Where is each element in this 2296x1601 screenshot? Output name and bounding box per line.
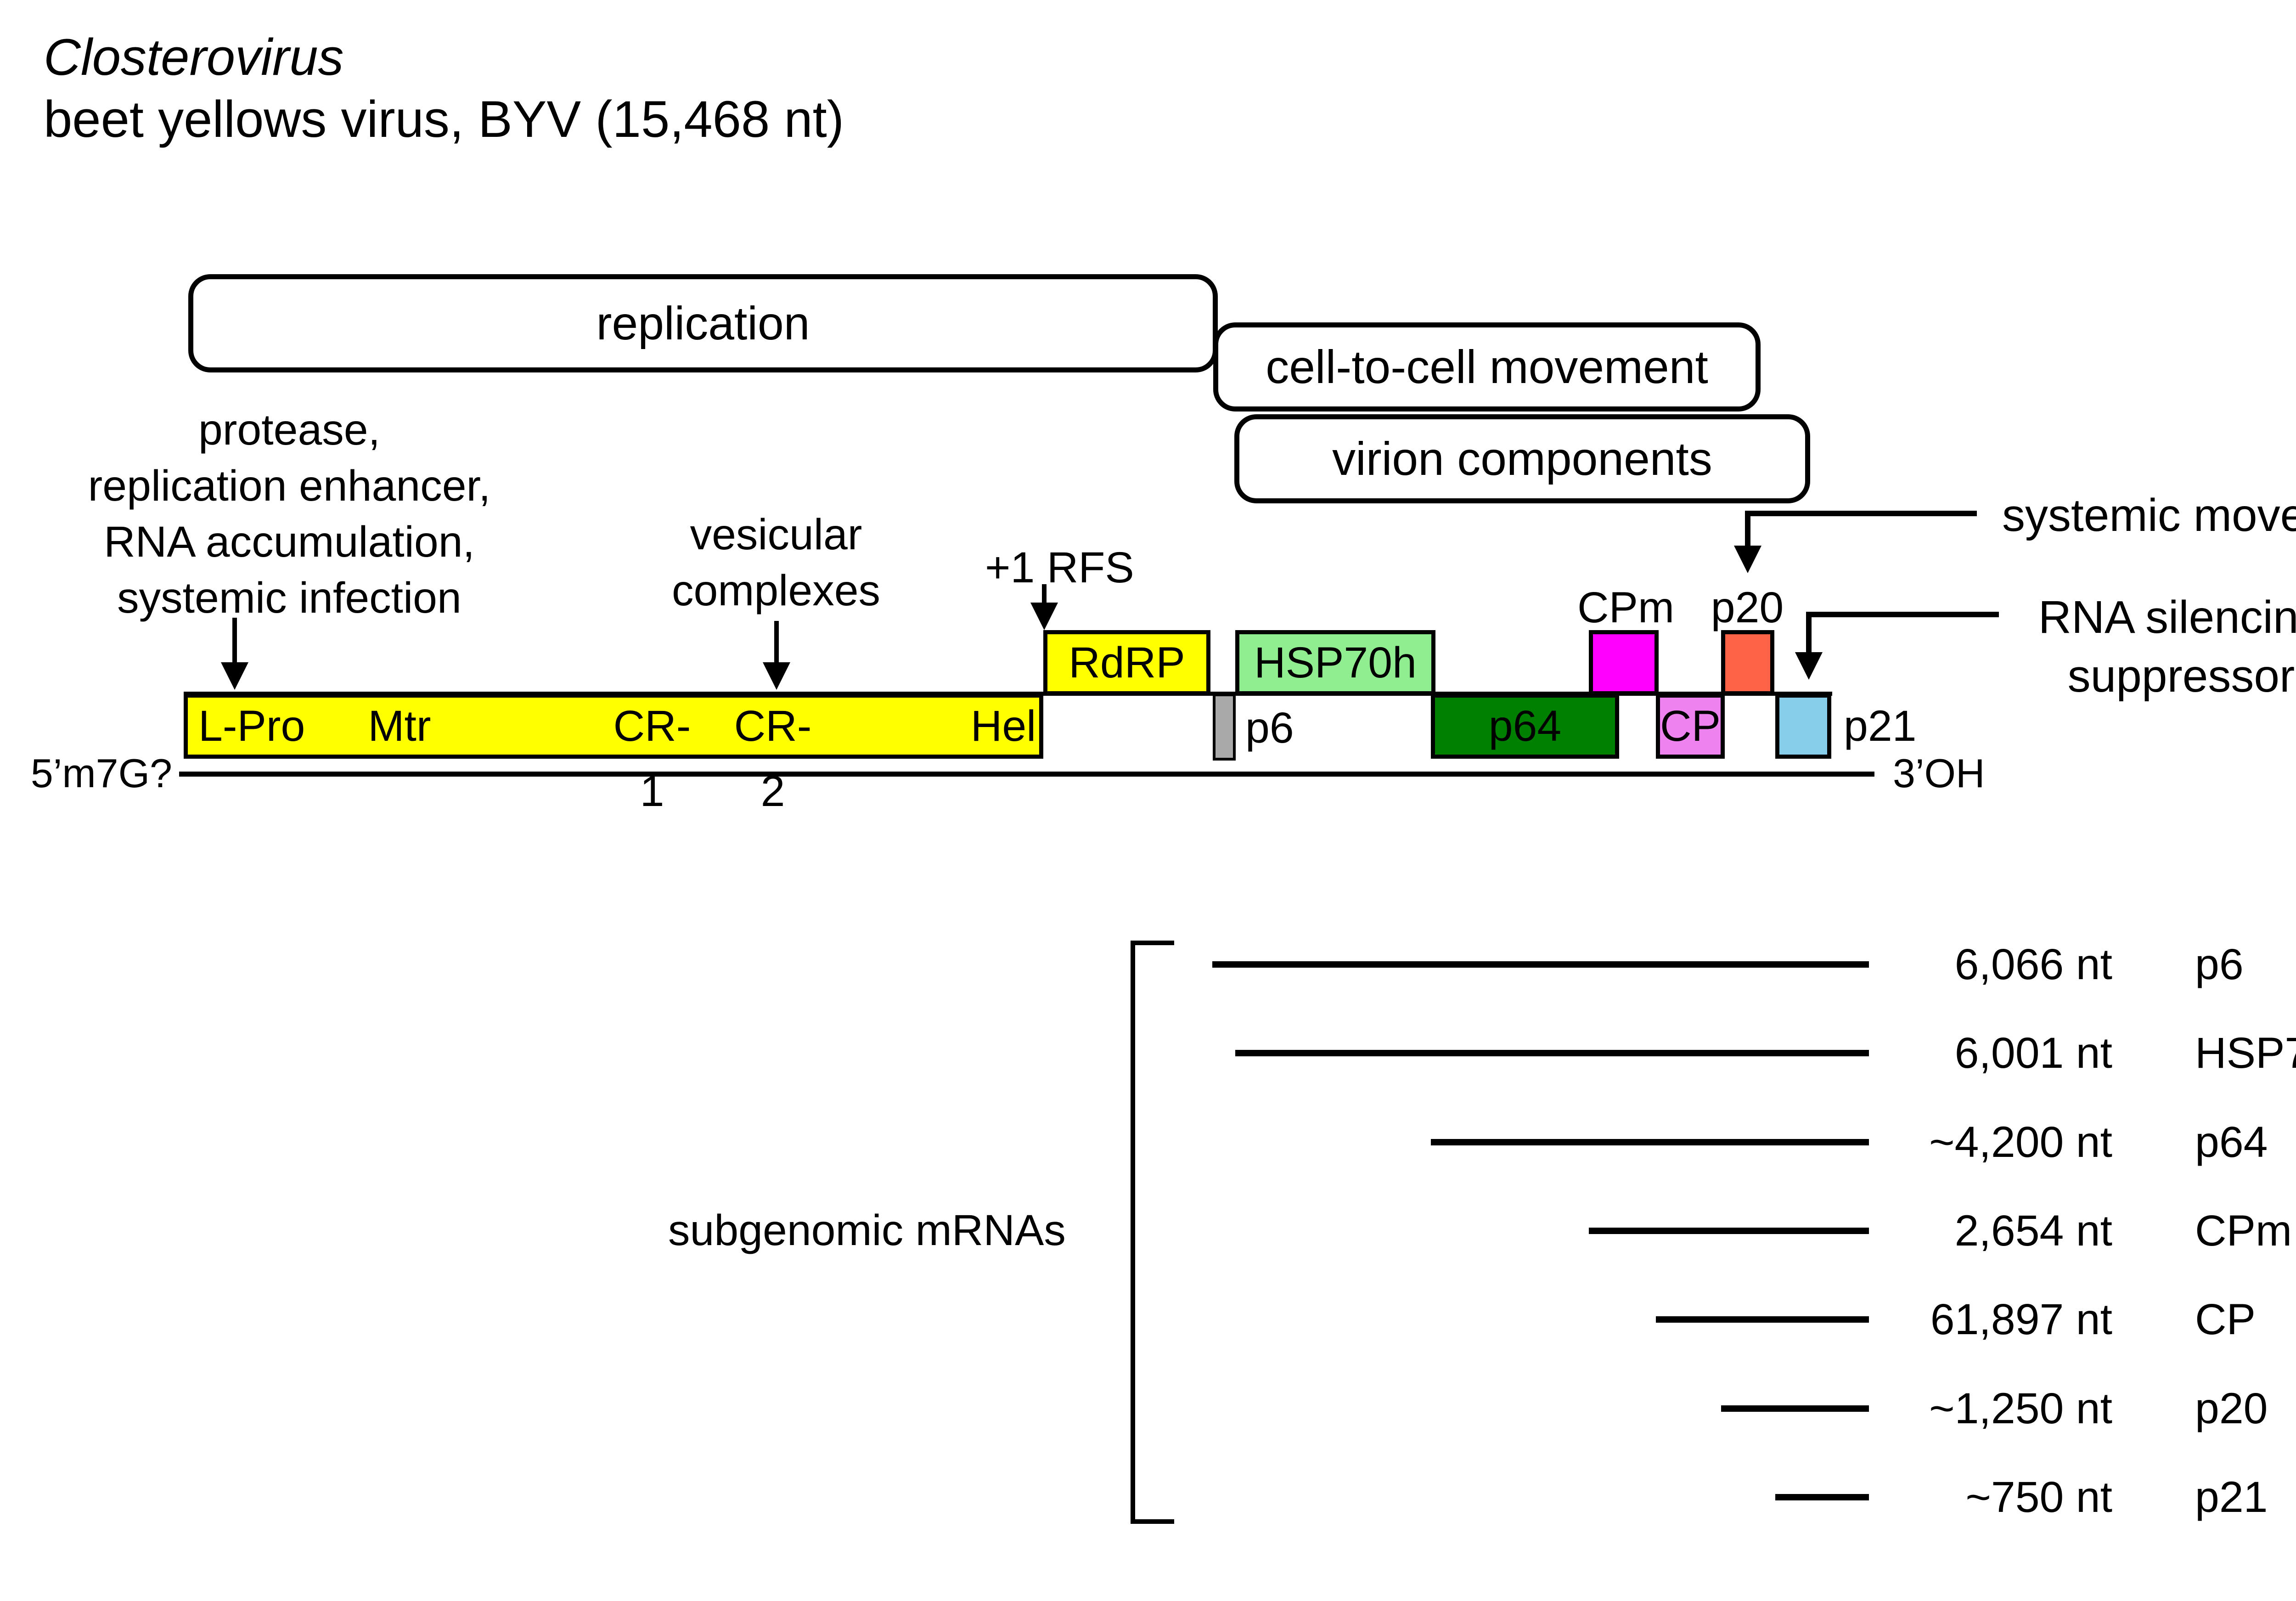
p21-orf-box [1775,693,1831,759]
rna-silencing-elbow-horizontal [1806,612,1999,617]
sg-name-hsp70h: HSP70h [2195,1029,2296,1077]
replication-box: replication [188,274,1218,372]
hsp70h-orf-box: HSP70h [1235,630,1435,695]
domain-lpro-label: L-Pro [198,702,305,750]
hsp70h-orf-box-label: HSP70h [1254,638,1417,687]
rna-silencing-annotation: RNA silencing suppressor [2002,588,2296,705]
sg-size-p6: 6,066 nt [1954,940,2112,989]
subgenomic-section-label: subgenomic mRNAs [668,1206,1066,1255]
lpro-functions-line4: systemic infection [117,574,461,622]
domain-hel-label: Hel [970,702,1036,750]
sg-name-p64: p64 [2195,1118,2268,1167]
vesicular-line2: complexes [671,566,881,615]
p6-orf-box [1213,693,1236,761]
cpm-orf-label: CPm [1577,583,1675,632]
systemic-movement-elbow-vertical [1745,511,1750,548]
p21-orf-label: p21 [1844,702,1917,750]
sg-line-p6 [1212,961,1869,968]
sg-size-p21: ~750 nt [1965,1473,2112,1522]
domain-cr1-label: CR-1 [613,702,691,816]
vesicular-arrow-shaft [774,621,779,666]
orf1-polyprotein-bar [184,693,1043,759]
domain-cr2-label: CR-2 [734,702,812,816]
rna-silencing-line1: RNA silencing [2038,592,2296,643]
rna-silencing-elbow-vertical [1806,612,1812,655]
vesicular-annotation: vesicular complexes [638,507,914,619]
sg-line-p64 [1431,1139,1869,1145]
sg-size-cp: 61,897 nt [1930,1295,2112,1344]
sg-size-hsp70h: 6,001 nt [1954,1029,2112,1077]
systemic-movement-elbow-horizontal [1745,511,1977,516]
rna-silencing-line2: suppressor [2067,650,2295,702]
sg-line-cp [1656,1316,1869,1323]
rfs-arrow-shaft [1042,584,1047,606]
sg-name-p20: p20 [2195,1384,2268,1433]
sg-line-p21 [1775,1494,1869,1500]
domain-mtr-label: Mtr [368,702,431,750]
p20-orf-label: p20 [1711,583,1784,632]
bracket-top-tick [1131,941,1174,945]
p64-orf-box: p64 [1431,693,1619,759]
sg-name-p6: p6 [2195,940,2244,989]
bracket-bottom-tick [1131,1519,1174,1524]
bracket-vertical [1131,941,1135,1524]
sg-size-cpm: 2,654 nt [1954,1206,2112,1255]
virus-title: beet yellows virus, BYV (15,468 nt) [44,90,844,148]
virion-components-box: virion components [1234,414,1810,503]
lpro-arrow-head-icon [221,662,248,690]
sg-line-hsp70h [1235,1050,1869,1056]
rdrp-orf-box-label: RdRP [1069,638,1185,687]
rna-silencing-arrow-head-icon [1795,652,1823,680]
sg-name-cp: CP [2195,1295,2256,1344]
cp-orf-box-label: CP [1660,701,1721,750]
lpro-arrow-shaft [232,618,237,666]
three-prime-label: 3’OH [1893,750,1985,796]
rdrp-orf-box: RdRP [1043,630,1210,695]
lpro-functions-line3: RNA accumulation, [104,518,475,566]
sg-line-p20 [1721,1405,1869,1412]
p20-orf-box [1721,630,1774,695]
cp-orf-box: CP [1656,693,1725,759]
virion-components-label: virion components [1332,432,1712,485]
five-prime-label: 5’m7G? [30,750,172,796]
p6-orf-label: p6 [1245,704,1294,752]
cpm-orf-box [1589,630,1659,695]
sg-name-p21: p21 [2195,1473,2268,1522]
rfs-arrow-head-icon [1030,603,1058,630]
rfs-annotation: +1 RFS [985,543,1134,592]
lpro-functions-line2: replication enhancer, [88,462,491,510]
sg-size-p20: ~1,250 nt [1929,1384,2112,1433]
p64-orf-box-label: p64 [1488,701,1562,750]
vesicular-line1: vesicular [690,510,862,559]
cell-to-cell-movement-label: cell-to-cell movement [1266,340,1708,393]
systemic-movement-arrow-head-icon [1734,546,1761,573]
lpro-functions-line1: protease, [198,406,381,454]
systemic-movement-annotation: systemic movement [2002,490,2296,541]
genomic-rna-line [179,772,1874,777]
replication-box-label: replication [596,297,810,350]
vesicular-arrow-head-icon [763,662,790,690]
cell-to-cell-movement-box: cell-to-cell movement [1213,322,1761,412]
sg-line-cpm [1589,1228,1869,1234]
sg-size-p64: ~4,200 nt [1929,1118,2112,1167]
sg-name-cpm: CPm [2195,1206,2292,1255]
lpro-functions-annotation: protease, replication enhancer, RNA accu… [60,402,519,626]
genus-title: Closterovirus [44,28,344,86]
